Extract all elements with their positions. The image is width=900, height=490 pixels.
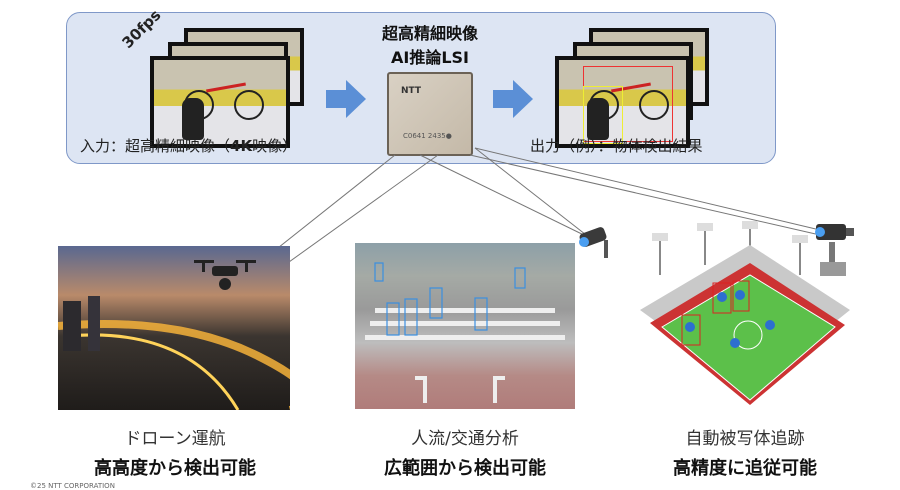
input-label-4k: 4K [230, 137, 253, 155]
output-label: 出力（例）：物体検出結果 [530, 137, 703, 155]
input-label-end: 映像） [252, 137, 298, 155]
use-case-title-drone: ドローン運航 [124, 429, 226, 449]
chip-brand: NTT [401, 86, 422, 96]
chip-code: C0641 2435● [403, 132, 452, 140]
broadcast-camera-icon [812, 218, 862, 284]
use-case-benefit-drone: 高高度から検出可能 [94, 458, 256, 479]
drone-icon [190, 256, 260, 304]
drone-cityscape-photo [58, 246, 290, 410]
crosswalk-photo [355, 243, 575, 409]
use-case-benefit-tracking: 高精度に追従可能 [673, 458, 817, 479]
use-case-title-traffic: 人流/交通分析 [411, 429, 519, 449]
chip-title: 超高精細映像 [381, 24, 478, 43]
stadium-illustration [640, 215, 865, 419]
chip-subtitle: AI推論LSI [390, 48, 469, 67]
input-label: 入力：超高精細映像（4K映像） [80, 135, 297, 156]
security-camera-icon [576, 222, 616, 266]
copyright-footer: ©25 NTT CORPORATION [30, 482, 115, 490]
input-label-text: 入力：超高精細映像（ [80, 137, 231, 155]
ai-lsi-chip: NTT C0641 2435● [387, 72, 473, 156]
use-case-benefit-traffic: 広範囲から検出可能 [384, 458, 546, 479]
use-case-title-tracking: 自動被写体追跡 [685, 429, 805, 449]
